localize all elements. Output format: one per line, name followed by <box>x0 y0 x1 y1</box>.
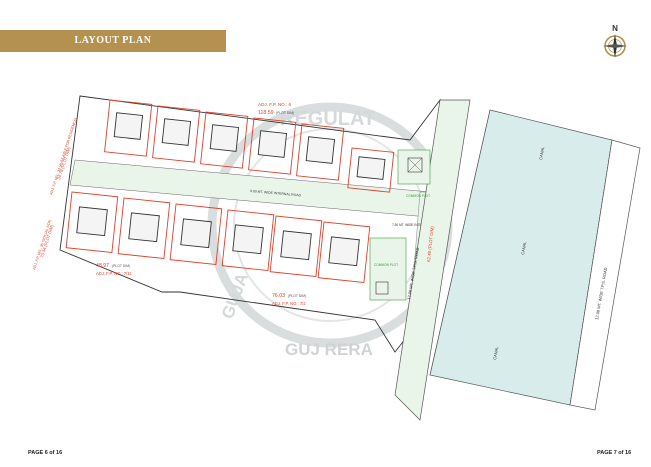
page-number-left: PAGE 6 of 16 <box>28 450 63 456</box>
page-number-right: PAGE 7 of 16 <box>597 450 632 456</box>
top-plot-row <box>104 99 395 193</box>
watermark-bottom-text: GUJ RERA <box>285 340 373 359</box>
common-plot-label-2: COMMON PLOT <box>374 263 398 267</box>
tps-road-left <box>394 99 471 421</box>
right-side-length-label: 62.40 (PLOT DIM) <box>426 225 435 262</box>
bottom-right-adjacent-label: ADJ. F.P. NO.: 7/2 <box>272 301 306 306</box>
compass-north-letter: N <box>612 24 618 33</box>
top-adjacent-label: ADJ. F.P. NO.: 6 <box>258 102 292 107</box>
bottom-left-length-unit: (PLOT DIM) <box>112 264 130 268</box>
canal-label-top: CANAL <box>538 145 545 160</box>
common-plot-top <box>397 149 431 185</box>
bottom-right-length-unit: (PLOT DIM) <box>288 294 306 298</box>
top-length-unit: (PLOT DIM) <box>276 111 294 115</box>
side-road-label: 7.50 MT. WIDE INTERNAL ROAD <box>392 223 441 227</box>
site-boundary <box>59 95 441 353</box>
canal-label-mid: CANAL <box>520 240 527 255</box>
page-title: LAYOUT PLAN <box>74 35 152 46</box>
bottom-left-length-value: 48.97 <box>96 263 109 269</box>
bottom-right-length-value: 76.03 <box>272 293 285 299</box>
canal-label-bottom: CANAL <box>492 345 499 360</box>
bottom-left-adjacent-label: ADJ. F.P. NO.: 7/11 <box>96 271 132 276</box>
common-plot-label-1: COMMON PLOT <box>406 194 430 198</box>
header-band <box>0 30 226 52</box>
internal-road-label: 9.00 MT. WIDE INTERNAL ROAD <box>250 189 302 197</box>
top-length-value: 118.59 <box>258 110 274 116</box>
bottom-plot-row <box>65 191 371 283</box>
compass-icon: N <box>603 24 627 58</box>
tps-road-right <box>569 139 641 411</box>
